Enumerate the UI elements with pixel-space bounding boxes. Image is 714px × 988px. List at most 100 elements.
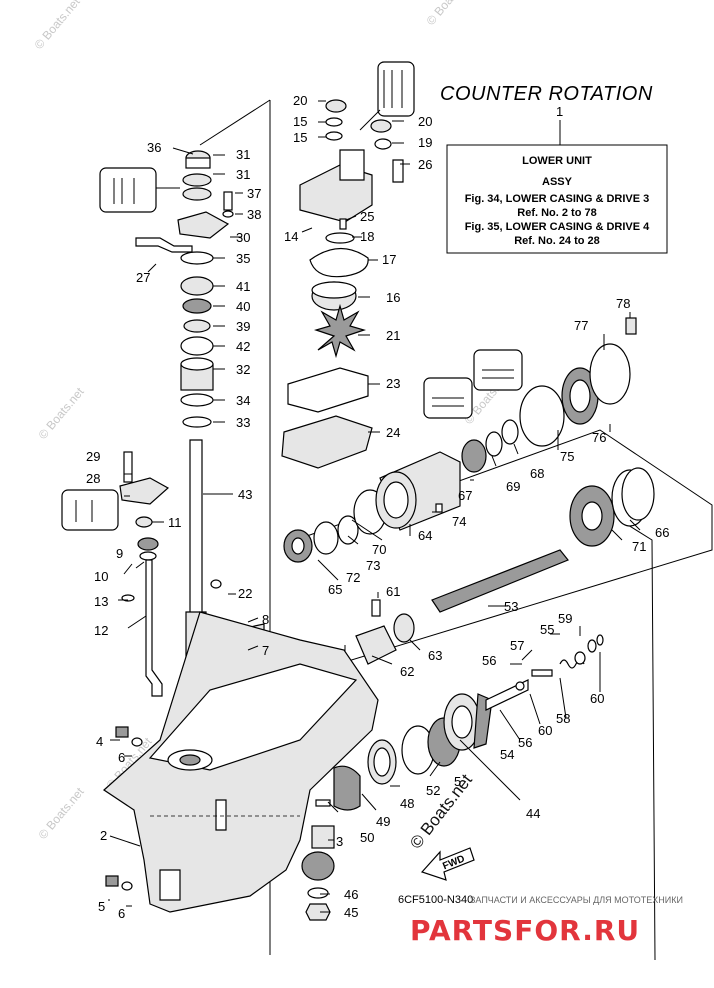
callout-66: 66 <box>655 525 669 540</box>
bolt-78 <box>625 317 637 335</box>
ref-box-line-1: LOWER UNIT <box>522 155 592 167</box>
shift-rod-12 <box>145 559 163 697</box>
callout-17: 17 <box>382 252 396 267</box>
callout-13: 13 <box>94 594 108 609</box>
ref-box <box>446 144 668 254</box>
brand-tagline: ЗАПЧАСТИ И АКСЕССУАРЫ ДЛЯ МОТОТЕХНИКИ <box>470 895 683 905</box>
callout-3: 3 <box>336 834 343 849</box>
bracket-28 <box>119 477 170 505</box>
pin-22 <box>210 579 222 589</box>
callout-63: 63 <box>428 648 442 663</box>
forward-direction-arrow: FWD <box>420 847 475 881</box>
callout-11: 11 <box>168 515 182 530</box>
callout-2: 2 <box>100 828 107 843</box>
callout-70: 70 <box>372 542 386 557</box>
callout-34: 34 <box>236 393 250 408</box>
callout-60b: 60 <box>538 723 552 738</box>
callout-69: 69 <box>506 479 520 494</box>
thrust-washer-66 <box>621 467 655 521</box>
callout-71: 71 <box>632 539 646 554</box>
callout-16: 16 <box>386 290 400 305</box>
callout-55: 55 <box>540 622 554 637</box>
callout-32: 32 <box>236 362 250 377</box>
bolt-26 <box>392 159 404 183</box>
propeller-shaft-group <box>355 549 604 711</box>
callout-75: 75 <box>560 449 574 464</box>
bearing-housing-group <box>283 317 655 563</box>
shim-33 <box>182 416 212 428</box>
bearing-49 <box>333 765 361 811</box>
oil-seal-31a <box>182 173 212 187</box>
ring-58 <box>574 651 586 665</box>
callout-76: 76 <box>592 430 606 445</box>
callout-39: 39 <box>236 319 250 334</box>
callout-14: 14 <box>284 229 298 244</box>
callout-12: 12 <box>94 623 108 638</box>
plunger-57 <box>531 669 553 677</box>
callout-24: 24 <box>386 425 400 440</box>
pinion-group <box>301 765 361 921</box>
seal-retainer-30 <box>177 211 230 239</box>
shift-rod-group <box>61 451 170 697</box>
callout-37: 37 <box>247 186 261 201</box>
callout-9: 9 <box>116 546 123 561</box>
bearing-41 <box>180 276 214 296</box>
washer-6a <box>131 737 143 747</box>
callout-52: 52 <box>426 783 440 798</box>
ref-box-number: 1 <box>556 104 563 119</box>
callout-43: 43 <box>238 487 252 502</box>
forward-gear-group <box>367 693 493 785</box>
o-ring-35 <box>180 251 214 265</box>
bearing-3 <box>311 825 335 849</box>
callout-18: 18 <box>360 229 374 244</box>
oil-seal-31b <box>182 187 212 201</box>
outer-plate-23 <box>287 367 369 413</box>
bearing-72 <box>313 521 339 555</box>
callout-78: 78 <box>616 296 630 311</box>
ring-77 <box>589 343 631 405</box>
leader-lines <box>108 100 641 913</box>
pinion-gear <box>301 851 335 881</box>
ball-56a <box>515 681 525 691</box>
callout-5a: 5 <box>98 899 105 914</box>
callout-labels: 20 15 15 20 19 26 14 25 18 17 16 21 23 2… <box>86 93 669 921</box>
callout-15b: 15 <box>293 130 307 145</box>
o-ring-73 <box>337 515 359 545</box>
ref-box-line-2: ASSY <box>542 176 573 188</box>
callout-23: 23 <box>386 376 400 391</box>
shim-50 <box>315 799 331 807</box>
lower-casing-2 <box>103 611 379 913</box>
pin-60 <box>596 634 604 646</box>
pin-74 <box>435 503 443 513</box>
bolt-29 <box>123 451 133 483</box>
clip-59 <box>587 639 597 653</box>
watermark-left: © Boats.net <box>36 384 88 442</box>
bolt-5 <box>105 875 119 887</box>
seal-69 <box>485 431 503 457</box>
seal-68 <box>501 419 519 445</box>
callout-56b: 56 <box>518 735 532 750</box>
ref-box-line-5: Fig. 35, LOWER CASING & DRIVE 4 <box>465 221 650 233</box>
callout-5b: 5 <box>454 774 461 789</box>
callout-59: 59 <box>558 611 572 626</box>
callout-31a: 31 <box>236 147 250 162</box>
bolt-37 <box>223 191 233 211</box>
callout-74: 74 <box>452 514 466 529</box>
callout-42: 42 <box>236 339 250 354</box>
callout-49: 49 <box>376 814 390 829</box>
o-ring-18 <box>325 232 355 244</box>
callout-19: 19 <box>418 135 432 150</box>
nut-45 <box>305 903 331 921</box>
drawing-code: 6CF5100-N340 <box>398 894 473 906</box>
ref-box-line-4: Ref. No. 2 to 78 <box>517 207 596 219</box>
upper-group-outline <box>199 99 271 146</box>
bushing-19 <box>374 138 392 150</box>
callout-21: 21 <box>386 328 400 343</box>
callout-10: 10 <box>94 569 108 584</box>
pump-housing-neck <box>339 149 365 181</box>
callout-46: 46 <box>344 887 358 902</box>
pin-25 <box>339 218 347 230</box>
ref-box-line-6: Ref. No. 24 to 28 <box>514 235 600 247</box>
callout-31b: 31 <box>236 167 250 182</box>
cover-27 <box>135 237 193 253</box>
